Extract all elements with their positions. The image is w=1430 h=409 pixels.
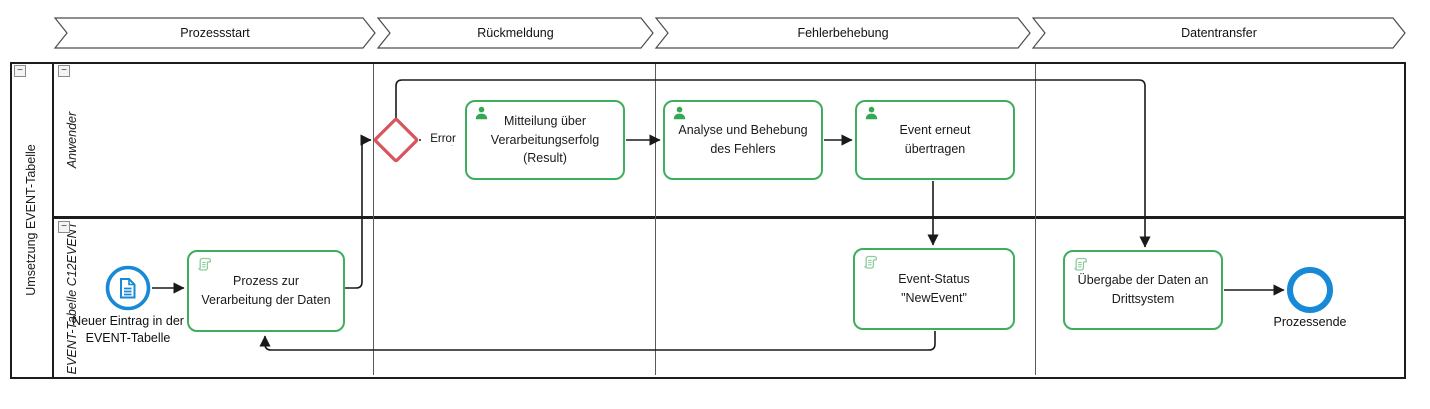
- task-label: Prozess zur Verarbeitung der Daten: [201, 274, 331, 307]
- lane-label-event-tabelle: EVENT-Tabelle C12EVENT: [65, 221, 79, 375]
- lane-divider: [54, 216, 1406, 219]
- task-label: Mitteilung über Verarbeitungserfolg (Res…: [490, 113, 600, 166]
- phase-label-fehlerbehebung: Fehlerbehebung: [797, 26, 889, 40]
- phase-chevron-datentransfer[interactable]: [1031, 17, 1406, 49]
- task-uebergabe-drittsystem[interactable]: Übergabe der Daten an Drittsystem: [1063, 250, 1223, 330]
- end-event[interactable]: [1287, 267, 1333, 313]
- phase-label-rueckmeldung: Rückmeldung: [477, 26, 554, 40]
- phase-column-line-1: [373, 64, 374, 375]
- script-icon: [196, 256, 212, 277]
- user-icon: [474, 106, 489, 126]
- phase-column-line-2: [655, 64, 656, 375]
- pool-border: [10, 62, 1406, 379]
- task-analyse-behebung[interactable]: Analyse und Behebung des Fehlers: [663, 100, 823, 180]
- task-label: Event erneut übertragen: [899, 123, 971, 156]
- task-label: Analyse und Behebung des Fehlers: [678, 123, 808, 156]
- task-event-erneut-uebertragen[interactable]: Event erneut übertragen: [855, 100, 1015, 180]
- script-icon: [862, 254, 878, 275]
- user-icon: [864, 106, 879, 126]
- lane1-collapse-button[interactable]: −: [58, 65, 70, 77]
- phase-label-prozessstart: Prozessstart: [180, 26, 250, 40]
- flow-gateway-to-task6[interactable]: [395, 79, 1151, 248]
- exclusive-gateway[interactable]: [373, 117, 419, 163]
- pool-label: Umsetzung EVENT-Tabelle: [24, 144, 38, 296]
- user-icon: [672, 106, 687, 126]
- start-event[interactable]: [105, 265, 151, 311]
- flow-task5-back-to-task1[interactable]: [259, 331, 936, 351]
- document-icon: [120, 278, 136, 299]
- phase-chevron-prozessstart[interactable]: [53, 17, 376, 49]
- task-prozess-zur-verarbeitung[interactable]: Prozess zur Verarbeitung der Daten: [187, 250, 345, 332]
- error-flow-label: Error: [421, 133, 465, 145]
- flow-task1-to-gateway[interactable]: [345, 134, 372, 289]
- task-label: Event-Status "NewEvent": [898, 272, 970, 305]
- pool-collapse-button[interactable]: −: [14, 65, 26, 77]
- end-event-label: Prozessende: [1273, 315, 1347, 329]
- lane2-collapse-button[interactable]: −: [58, 221, 70, 233]
- phase-label-datentransfer: Datentransfer: [1181, 26, 1257, 40]
- phase-chevron-rueckmeldung[interactable]: [376, 17, 654, 49]
- script-icon: [1072, 256, 1088, 277]
- phase-column-line-3: [1035, 64, 1036, 375]
- start-event-label: Neuer Eintrag in der EVENT-Tabelle: [72, 314, 184, 345]
- phase-chevron-fehlerbehebung[interactable]: [654, 17, 1031, 49]
- task-event-status-newevent[interactable]: Event-Status "NewEvent": [853, 248, 1015, 330]
- task-mitteilung-verarbeitungserfolg[interactable]: Mitteilung über Verarbeitungserfolg (Res…: [465, 100, 625, 180]
- task-label: Übergabe der Daten an Drittsystem: [1077, 273, 1209, 306]
- pool-header-divider: [52, 62, 54, 379]
